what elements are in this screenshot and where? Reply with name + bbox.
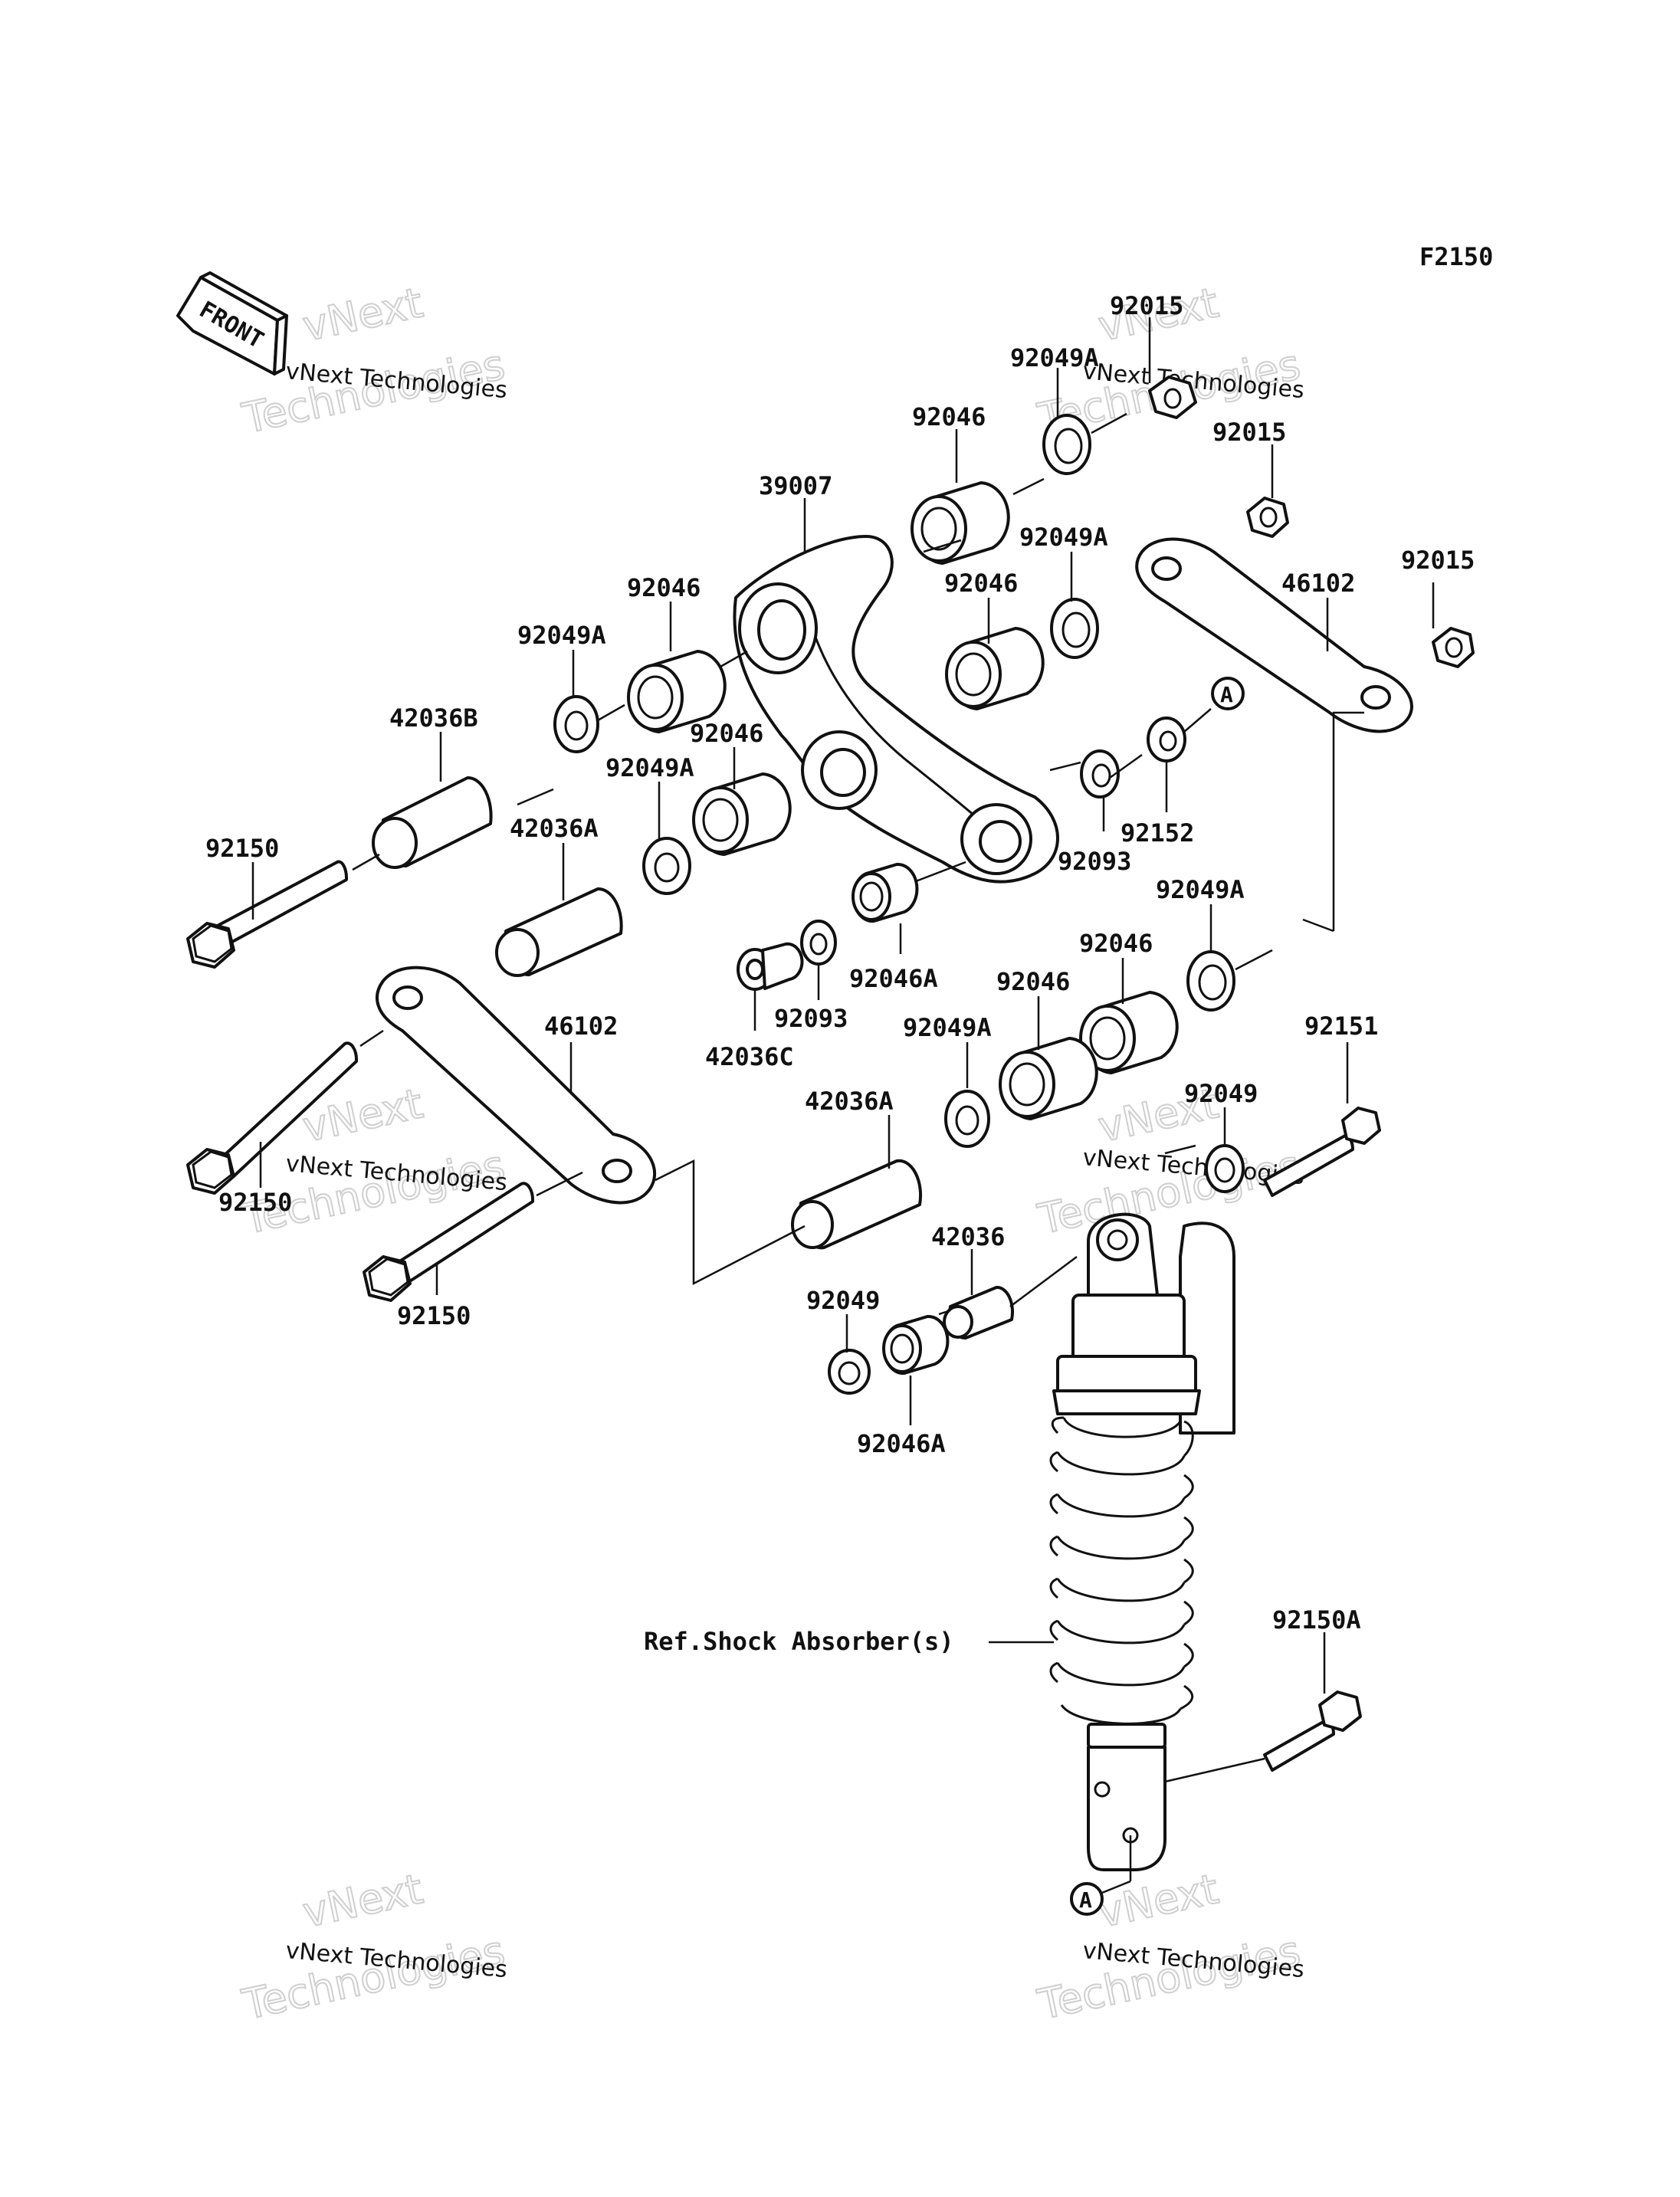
label-92049a-3: 92049A [517, 621, 606, 650]
label-92150-3: 92150 [397, 1301, 471, 1330]
label-92046a-2: 92046A [857, 1429, 946, 1458]
svg-text:vNext: vNext [299, 1864, 427, 1936]
label-92093-1: 92093 [1058, 847, 1131, 876]
label-92049a-1: 92049A [1010, 343, 1099, 372]
shock-absorber [1049, 1212, 1235, 1871]
label-92049a-4: 92049A [605, 753, 694, 782]
label-92046-1: 92046 [912, 402, 986, 431]
svg-text:A: A [1079, 1887, 1092, 1913]
label-42036: 42036 [931, 1222, 1005, 1251]
label-92049a-2: 92049A [1019, 523, 1108, 552]
label-42036a-1: 42036A [510, 814, 599, 843]
ref-marker-a-lower: A [1070, 1882, 1104, 1916]
front-arrow-icon: FRONT [176, 271, 288, 375]
rocker-arm-39007 [733, 535, 1059, 884]
label-92015-3: 92015 [1401, 546, 1475, 575]
label-92046-6: 92046 [996, 967, 1070, 996]
link-plate-46102-upper [1135, 537, 1413, 733]
label-46102-lower: 46102 [544, 1012, 618, 1041]
label-92046-4: 92046 [690, 719, 763, 748]
label-42036c: 42036C [705, 1042, 794, 1071]
label-92046-2: 92046 [944, 569, 1018, 598]
collar-42036a-upper [495, 887, 623, 977]
label-92049-2: 92049 [806, 1286, 880, 1315]
link-plate-46102-lower [376, 966, 657, 1205]
label-92049a-5: 92049A [1156, 875, 1245, 904]
bolt-92150-3 [363, 1182, 535, 1302]
label-92093-2: 92093 [774, 1004, 848, 1033]
label-42036a-2: 42036A [805, 1087, 894, 1116]
label-46102-upper: 46102 [1281, 569, 1355, 598]
collar-42036 [943, 1285, 1014, 1340]
label-92150-2: 92150 [218, 1188, 292, 1217]
diagram-code: F2150 [1419, 242, 1493, 271]
label-92151: 92151 [1304, 1012, 1378, 1041]
bolt-92151 [1263, 1107, 1381, 1197]
label-92150-1: 92150 [205, 834, 279, 863]
svg-text:vNext: vNext [1094, 1864, 1222, 1936]
label-92046a-1: 92046A [849, 964, 938, 993]
bolt-92150-1 [186, 860, 349, 969]
bolt-92150-2 [186, 1041, 359, 1195]
label-92150a: 92150A [1272, 1605, 1361, 1635]
label-92152: 92152 [1121, 818, 1194, 848]
label-39007: 39007 [759, 471, 832, 500]
watermark-5: vNext Technologies vNext Technologies [238, 1864, 510, 2030]
bolt-92150a [1263, 1690, 1362, 1772]
label-92015-top: 92015 [1110, 291, 1183, 320]
leader-lines [251, 317, 1435, 1894]
label-92046-3: 92046 [627, 573, 701, 602]
svg-text:A: A [1220, 682, 1233, 707]
nuts-92015 [1148, 375, 1475, 668]
label-ref-shock-absorber: Ref.Shock Absorber(s) [644, 1627, 954, 1656]
label-42036b: 42036B [389, 703, 478, 733]
bearings [627, 481, 1179, 1376]
collar-42036c [737, 942, 804, 991]
collar-42036b [372, 776, 493, 869]
ref-marker-a-upper: A [1211, 677, 1245, 710]
label-92049-1: 92049 [1184, 1079, 1258, 1108]
label-92015-2: 92015 [1212, 418, 1286, 447]
label-92049a-6: 92049A [903, 1013, 992, 1042]
svg-text:vNext: vNext [299, 278, 427, 350]
collar-42036a-lower [791, 1159, 923, 1250]
part-labels: 92015 92049A 92046 92015 39007 92049A 92… [205, 291, 1475, 1656]
label-92046-5: 92046 [1079, 929, 1153, 958]
